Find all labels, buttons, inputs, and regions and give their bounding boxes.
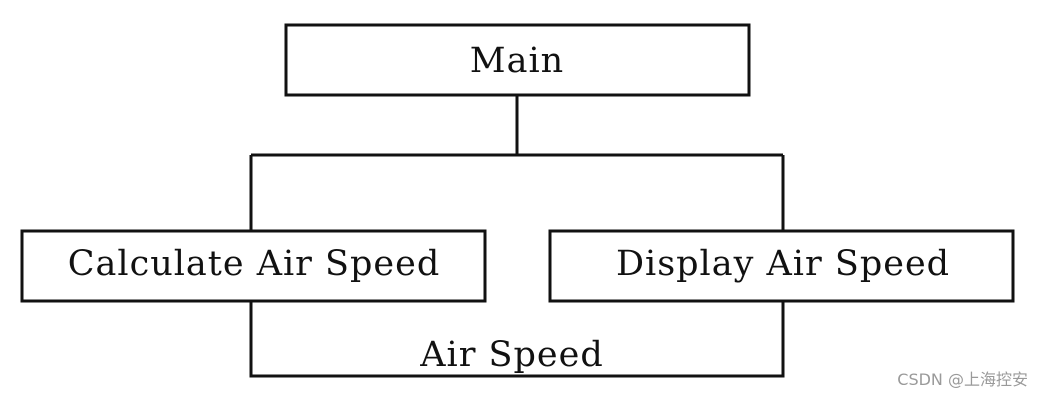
connector-main-to-modules bbox=[249, 96, 785, 231]
calculate-air-speed-node: Calculate Air Speed bbox=[20, 229, 487, 303]
main-node: Main bbox=[284, 23, 751, 97]
calculate-air-speed-label: Calculate Air Speed bbox=[68, 244, 441, 284]
air-speed-flow-label: Air Speed bbox=[419, 335, 604, 375]
connector-data-flow bbox=[249, 300, 785, 378]
display-air-speed-box bbox=[548, 229, 1015, 303]
display-air-speed-node: Display Air Speed bbox=[548, 229, 1015, 303]
main-box bbox=[284, 23, 751, 97]
display-air-speed-label: Display Air Speed bbox=[616, 244, 950, 284]
calculate-air-speed-box bbox=[20, 229, 487, 303]
main-label: Main bbox=[470, 41, 564, 81]
watermark: CSDN @上海控安 bbox=[897, 370, 1028, 389]
